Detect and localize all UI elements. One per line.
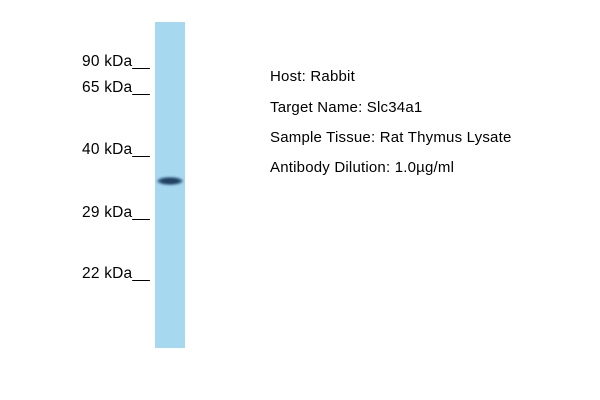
annotation-host: Host: Rabbit — [270, 68, 355, 85]
blot-lane — [155, 22, 185, 348]
mw-marker-22kda: 22 kDa__ — [82, 265, 150, 282]
mw-marker-40kda: 40 kDa__ — [82, 141, 150, 158]
annotation-antibody-dilution: Antibody Dilution: 1.0µg/ml — [270, 159, 455, 176]
mw-marker-90kda: 90 kDa__ — [82, 53, 150, 70]
annotation-target-name: Target Name: Slc34a1 — [270, 99, 423, 116]
mw-marker-29kda: 29 kDa__ — [82, 204, 150, 221]
protein-band — [157, 177, 183, 185]
annotation-sample-tissue: Sample Tissue: Rat Thymus Lysate — [270, 129, 512, 146]
mw-marker-65kda: 65 kDa__ — [82, 79, 150, 96]
